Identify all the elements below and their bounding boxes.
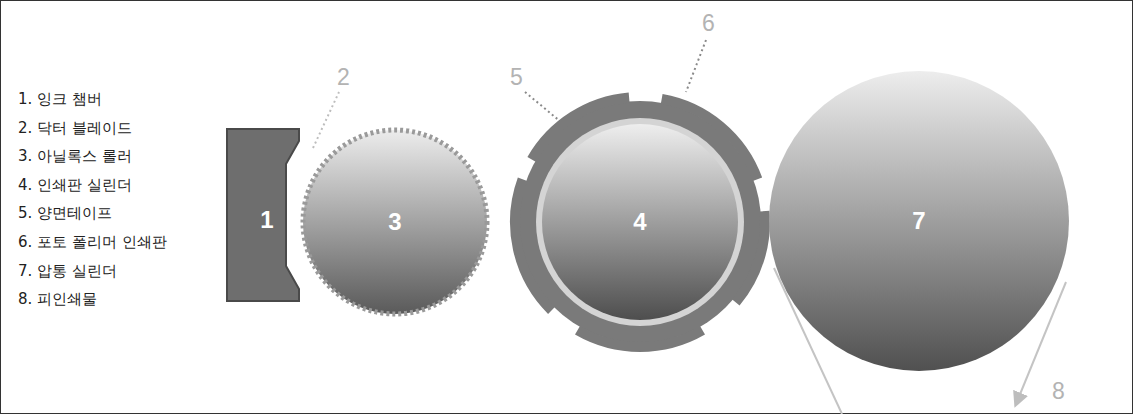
double-sided-tape xyxy=(536,118,744,326)
leader-line xyxy=(313,92,339,148)
impression-cylinder-shape xyxy=(769,71,1069,371)
plate-cylinder: 4 xyxy=(508,90,772,354)
anilox-roller: 3 xyxy=(299,126,491,318)
legend-item: 3. 아닐록스 롤러 xyxy=(18,147,132,166)
photopolymer-plate xyxy=(519,101,761,343)
plate-relief xyxy=(578,330,703,347)
ink-chamber-shape xyxy=(227,129,299,301)
impression-cylinder: 7 xyxy=(768,70,1070,372)
legend-item: 8. 피인쇄물 xyxy=(18,290,97,309)
callout-number: 2 xyxy=(337,64,350,91)
legend-item: 1. 잉크 챔버 xyxy=(18,90,102,109)
leader-line xyxy=(686,40,706,92)
callout-number: 6 xyxy=(702,10,715,37)
callout-number: 5 xyxy=(510,64,523,91)
part-number: 3 xyxy=(388,208,401,236)
plate-cylinder-shape xyxy=(542,124,738,320)
legend-item: 2. 닥터 블레이드 xyxy=(18,119,132,138)
anilox-roller-shape xyxy=(303,130,487,314)
part-number: 7 xyxy=(912,207,925,235)
part-number: 1 xyxy=(260,206,273,234)
legend-item: 4. 인쇄판 실린더 xyxy=(18,176,132,195)
legend-item: 6. 포토 폴리머 인쇄판 xyxy=(18,233,167,252)
ink-chamber: 1 xyxy=(226,128,302,304)
callout-number: 8 xyxy=(1052,378,1065,405)
legend-item: 7. 압통 실린더 xyxy=(18,262,117,281)
legend-item: 5. 양면테이프 xyxy=(18,204,112,223)
part-number: 4 xyxy=(633,208,646,236)
